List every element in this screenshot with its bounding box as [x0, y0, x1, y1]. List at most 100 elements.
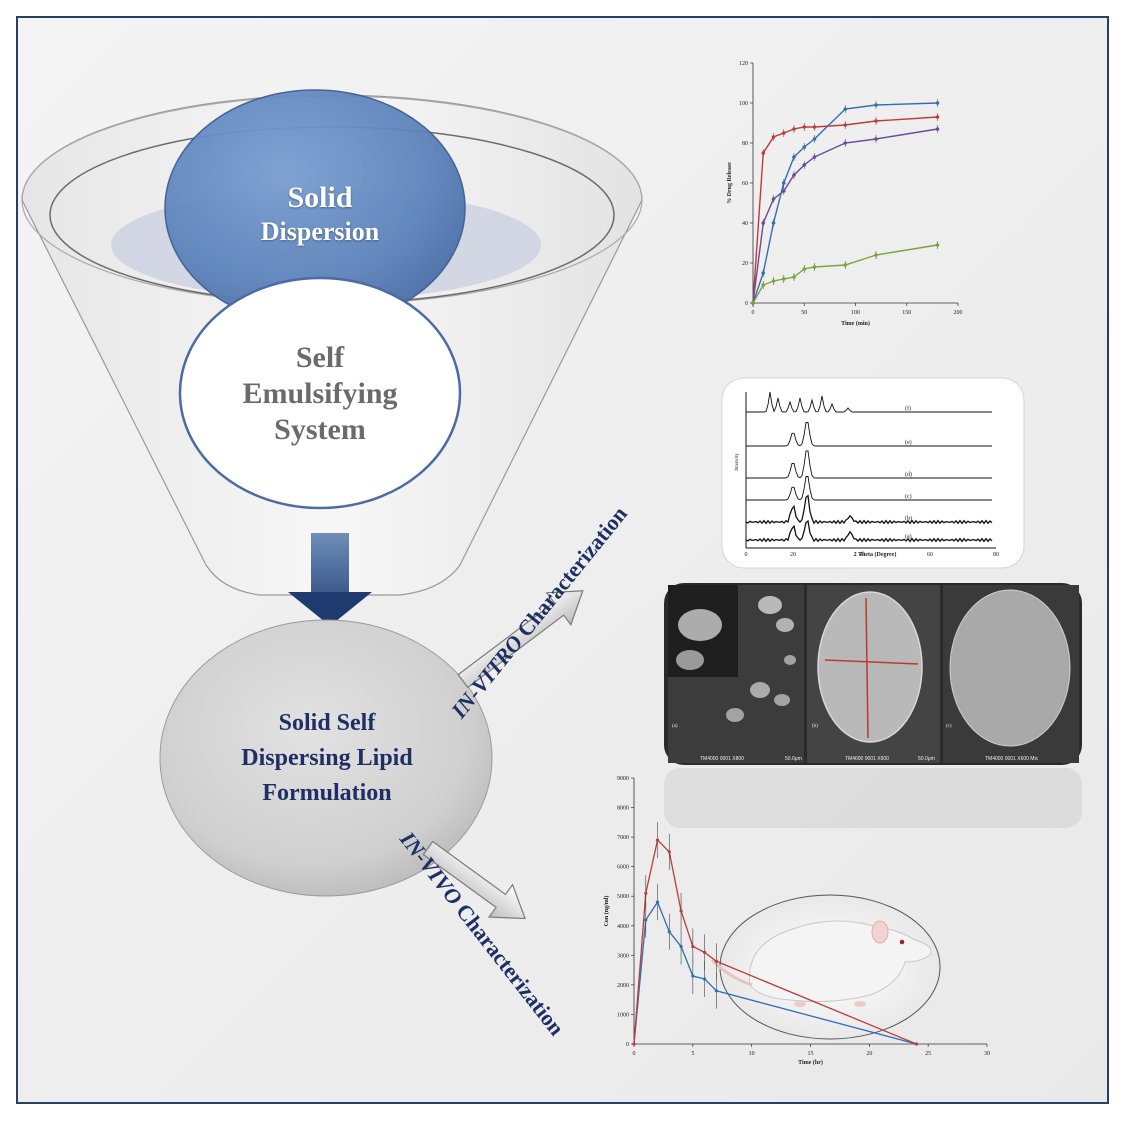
- sem-label-a: (a): [672, 724, 678, 729]
- c1-point: [935, 243, 940, 247]
- c1-point: [771, 279, 776, 283]
- xrd-trace-label: (b): [905, 515, 912, 522]
- c1-point: [781, 131, 786, 135]
- sem-label-c: (c): [946, 724, 952, 729]
- c1-y-tick-label: 20: [742, 261, 748, 267]
- c1-point: [781, 181, 786, 185]
- c1-point: [802, 163, 807, 167]
- rat-icon: [710, 920, 932, 1007]
- c1-point: [935, 101, 940, 105]
- c1-point: [792, 173, 796, 177]
- c3-x-tick-label: 20: [866, 1051, 872, 1057]
- c1-series-line: [752, 102, 938, 304]
- sem-scale-b: TM4000 0001 X600: [845, 756, 889, 762]
- c1-point: [802, 125, 807, 129]
- xrd-trace-label: (a): [905, 533, 912, 540]
- c1-point: [771, 197, 776, 201]
- sem-scale-c: TM4000 0001 X600 Mic: [985, 756, 1039, 762]
- c3-x-tick-label: 15: [808, 1051, 814, 1057]
- c1-point: [874, 119, 878, 123]
- c1-x-tick-label: 200: [954, 310, 963, 316]
- invitro-arrow-icon: [457, 590, 584, 689]
- xrd-trace: [745, 519, 993, 543]
- c1-point: [843, 107, 848, 111]
- c3-x-tick-label: 30: [984, 1051, 990, 1057]
- self-emulsifying-line2: Emulsifying: [242, 377, 398, 410]
- xrd-x-tick-label: 0: [745, 552, 748, 558]
- xrd-y-axis-label: Intensity: [735, 453, 740, 471]
- xrd-trace-label: (d): [905, 471, 912, 478]
- c3-y-tick-label: 4000: [617, 924, 629, 930]
- c1-point: [771, 135, 776, 139]
- self-emulsifying-label: Self Emulsifying System: [200, 340, 440, 448]
- c3-point: [714, 959, 718, 963]
- xrd-trace-label: (f): [905, 405, 911, 412]
- c1-series-line: [752, 128, 938, 304]
- c3-y-tick-label: 5000: [617, 894, 629, 900]
- c1-series-line: [752, 244, 938, 304]
- c1-x-tick-label: 0: [752, 310, 755, 316]
- c1-y-axis-label: % Drug Release: [727, 162, 733, 204]
- sem-scale-b2: 50.0μm: [918, 756, 935, 762]
- c3-y-tick-label: 0: [626, 1042, 629, 1048]
- c3-point: [703, 950, 707, 954]
- c1-x-tick-label: 150: [902, 310, 911, 316]
- c1-point: [874, 253, 878, 257]
- solid-dispersion-line1: Solid: [287, 181, 353, 214]
- xrd-x-tick-label: 40: [859, 552, 865, 558]
- plus-sign: +: [321, 283, 345, 325]
- c1-x-tick-label: 100: [851, 310, 860, 316]
- c1-y-tick-label: 120: [739, 61, 748, 67]
- result-line2: Dispersing Lipid: [241, 745, 413, 771]
- xrd-x-tick-label: 20: [790, 552, 796, 558]
- c1-point: [802, 267, 807, 271]
- c1-point: [761, 221, 766, 225]
- c1-y-tick-label: 100: [739, 101, 748, 107]
- xrd-x-tick-label: 80: [993, 552, 999, 558]
- result-line1: Solid Self: [278, 710, 376, 736]
- c3-point: [632, 1042, 636, 1046]
- sem-panel: (a) (b) (c) TM4000 0001 X800 50.0μm TM40…: [664, 583, 1082, 828]
- sem-reflection: [664, 768, 1082, 828]
- c3-y-tick-label: 2000: [617, 983, 629, 989]
- c3-point: [655, 838, 660, 842]
- c1-point: [812, 265, 817, 269]
- c1-point: [812, 137, 817, 141]
- xrd-trace-label: (c): [905, 493, 912, 500]
- c3-y-axis-label: Con (ng/ml): [603, 896, 610, 927]
- c3-point: [914, 1042, 919, 1046]
- solid-dispersion-label: Solid Dispersion: [215, 180, 425, 248]
- sem-label-b: (b): [812, 724, 818, 729]
- c1-point: [792, 275, 796, 279]
- xrd-x-tick-label: 60: [927, 552, 933, 558]
- c3-point: [679, 944, 683, 949]
- c1-point: [781, 277, 786, 281]
- invivo-arrow-icon: [422, 840, 526, 920]
- xrd-x-axis-label: 2 Theta (Degree): [854, 551, 897, 558]
- down-arrow-icon: [288, 533, 372, 626]
- c3-point: [679, 909, 683, 913]
- c3-y-tick-label: 6000: [617, 865, 629, 871]
- c3-point: [667, 930, 671, 934]
- c3-x-tick-label: 0: [633, 1051, 636, 1057]
- c3-point: [714, 989, 718, 993]
- c1-series-line: [752, 116, 938, 304]
- c1-point: [935, 127, 940, 131]
- c1-y-tick-label: 0: [745, 301, 748, 307]
- c1-point: [802, 145, 807, 149]
- sem-bead-b: [817, 591, 923, 743]
- xrd-trace: [746, 450, 992, 479]
- c3-y-tick-label: 7000: [617, 835, 629, 841]
- c3-x-tick-label: 5: [691, 1051, 694, 1057]
- c3-y-tick-label: 8000: [617, 806, 629, 812]
- c1-point: [843, 123, 848, 127]
- c3-y-tick-label: 9000: [617, 776, 629, 782]
- sem-particles-a: [676, 596, 796, 722]
- c1-point: [935, 115, 940, 119]
- self-emulsifying-line1: Self: [295, 341, 345, 374]
- c1-point: [812, 155, 817, 159]
- c3-x-tick-label: 25: [925, 1051, 931, 1057]
